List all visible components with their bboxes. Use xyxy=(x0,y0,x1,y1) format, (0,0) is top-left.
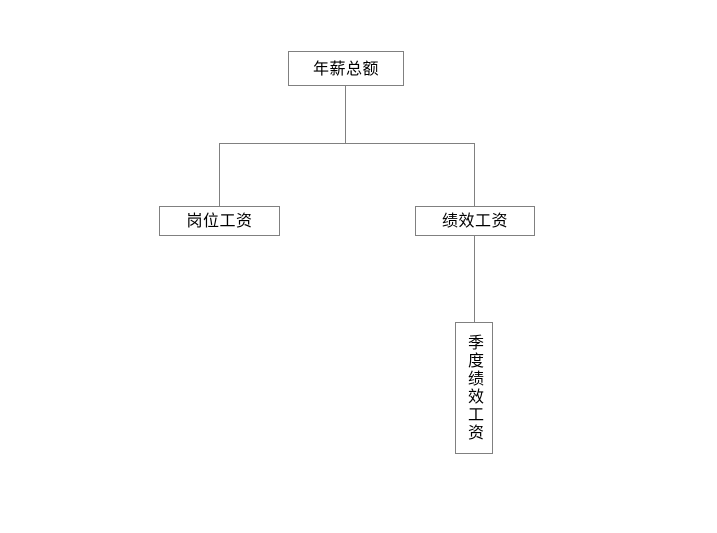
connector-bus-to-performance xyxy=(474,143,475,206)
node-total-annual-salary[interactable]: 年薪总额 xyxy=(288,51,404,86)
node-performance-salary[interactable]: 绩效工资 xyxy=(415,206,535,236)
node-performance-salary-label: 绩效工资 xyxy=(441,211,508,231)
connector-total-to-bus xyxy=(345,86,346,144)
node-quarterly-performance-salary-label: 季度绩效工资 xyxy=(465,334,484,442)
connector-bus-to-post xyxy=(219,143,220,206)
connector-performance-to-quarterly xyxy=(474,236,475,322)
node-total-annual-salary-label: 年薪总额 xyxy=(312,58,379,78)
node-quarterly-performance-salary[interactable]: 季度绩效工资 xyxy=(455,322,493,454)
node-position-salary-label: 岗位工资 xyxy=(186,211,253,231)
node-position-salary[interactable]: 岗位工资 xyxy=(159,206,280,236)
connector-horizontal-bus xyxy=(219,143,475,144)
